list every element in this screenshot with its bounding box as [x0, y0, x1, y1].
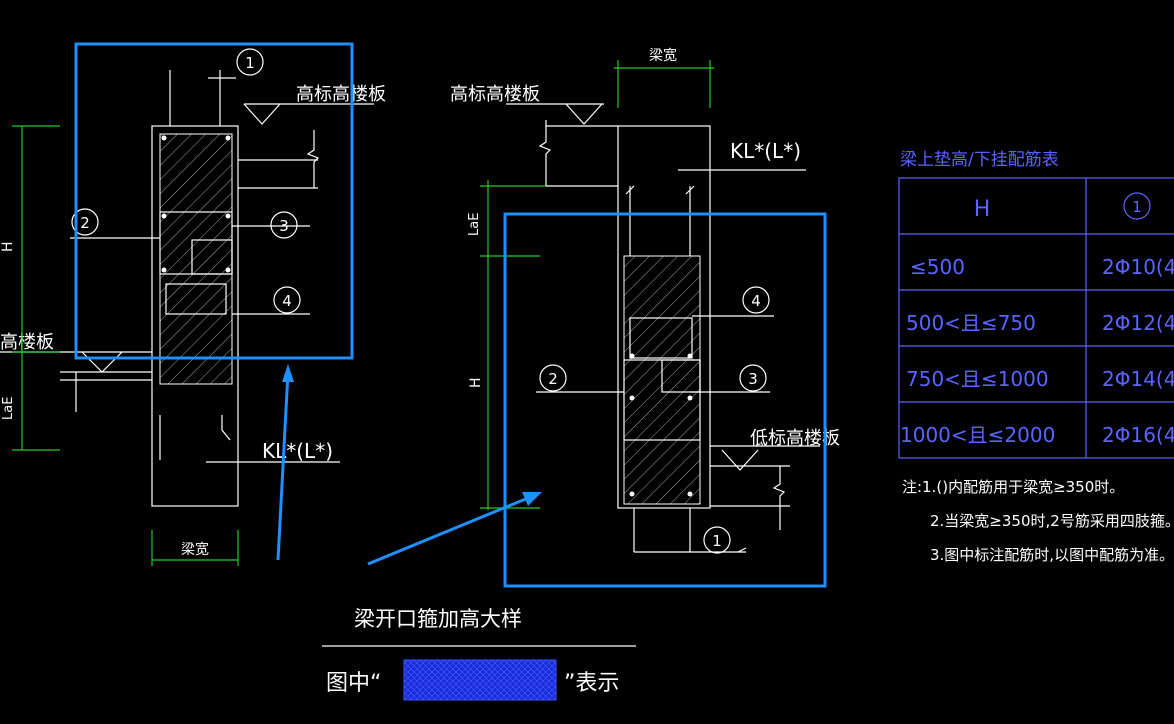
left-slab-top-label: 高标高楼板: [296, 84, 386, 105]
left-bottom-rebar: [159, 415, 231, 460]
right-circle-2: [539, 364, 567, 392]
legend-swatch: [403, 659, 557, 701]
table-cell: ≤500: [910, 255, 965, 279]
legend-prefix: 图中“: [326, 671, 381, 696]
left-circle-1-label: 1: [245, 54, 255, 72]
left-circle-2-label: 2: [80, 214, 90, 232]
caption-title: 梁开口箍加高大样: [354, 607, 522, 631]
right-stirrup: [629, 317, 693, 359]
arrow-right-icon: [522, 492, 542, 506]
right-circle-4-label: 4: [751, 292, 761, 310]
right-elev-triangle-low: [721, 449, 759, 471]
left-top-rebar: [169, 70, 221, 126]
right-circle-1: [703, 526, 731, 554]
table-cell: 1000<且≤2000: [900, 423, 1055, 447]
table-header-h: H: [974, 197, 991, 222]
left-circle-3: [270, 211, 298, 239]
table-title: 梁上垫高/下挂配筋表: [900, 150, 1059, 170]
left-circle-1: [236, 48, 264, 76]
table-note-3: 3.图中标注配筋时,以图中配筋为准。: [930, 546, 1174, 564]
legend-suffix: ”表示: [564, 671, 619, 696]
right-circle-3-label: 3: [748, 370, 758, 388]
right-highlight-box: [503, 212, 827, 588]
left-concrete-hatch: [159, 133, 233, 385]
table-cell: 2Φ16(4: [1102, 423, 1174, 447]
table-header-1: 1: [1132, 198, 1142, 216]
table-cell: 2Φ12(4: [1102, 311, 1174, 335]
right-circle-1-label: 1: [712, 532, 722, 550]
table-frame: [898, 177, 1174, 459]
table-cell: 750<且≤1000: [906, 367, 1049, 391]
left-width-dim: [151, 530, 239, 566]
right-bottom-rebar: [633, 508, 746, 553]
left-stirrup-inner: [191, 239, 233, 275]
right-slab-high: [506, 103, 618, 187]
left-dim-h: H: [0, 241, 16, 252]
right-top-rebar: [625, 185, 695, 256]
annotation-arrows: [276, 364, 542, 566]
right-beam-outline: [617, 125, 711, 509]
left-elev-triangle: [243, 103, 281, 125]
right-dim-lae: LaE: [467, 213, 482, 236]
left-circle-4-label: 4: [282, 292, 292, 310]
left-detail: 1 2 3 4 高标高楼板 高楼板 KL*(L*) 梁宽 H LaE: [0, 42, 386, 566]
rebar-table: 梁上垫高/下挂配筋表 H 1 ≤500 2Φ10(4 500<且≤750 2Φ1…: [898, 150, 1174, 564]
right-vertical-dim: [480, 180, 546, 510]
caption: 梁开口箍加高大样 图中“ ”表示: [322, 607, 636, 701]
right-circle-4: [742, 286, 770, 314]
right-detail: 4 2 3 1 高标高楼板 KL*(L*) 低标高楼板 梁宽 LaE H: [450, 47, 840, 588]
right-circle-3: [739, 364, 767, 392]
arrow-up-icon: [282, 364, 294, 382]
table-note-2: 2.当梁宽≥350时,2号筋采用四肢箍。: [930, 512, 1174, 530]
left-width-label: 梁宽: [181, 541, 209, 558]
left-vertical-dim: [12, 125, 60, 451]
left-elev-triangle-low: [81, 351, 123, 373]
right-slab-low: [710, 445, 820, 507]
table-cell: 2Φ14(4: [1102, 367, 1174, 391]
left-stirrup-low: [165, 283, 227, 315]
left-beam-outline: [151, 125, 239, 507]
left-rebar-dots: [161, 135, 231, 273]
table-note-1: 注:1.()内配筋用于梁宽≥350时。: [902, 478, 1124, 496]
left-slab-top: [238, 159, 318, 189]
right-rebar-dots: [629, 353, 693, 497]
right-circle-2-label: 2: [548, 370, 558, 388]
table-cell: 500<且≤750: [906, 311, 1036, 335]
right-elev-triangle: [565, 103, 603, 125]
left-dim-lae: LaE: [1, 397, 16, 420]
left-slab-low-label: 高楼板: [0, 332, 54, 353]
right-width-label: 梁宽: [649, 47, 677, 64]
left-circle-3-label: 3: [279, 217, 289, 235]
right-slab-low-label: 低标高楼板: [750, 428, 840, 449]
left-circle-4: [273, 286, 301, 314]
right-width-dim: [614, 60, 714, 108]
left-beam-label: KL*(L*): [262, 439, 333, 463]
right-dim-h: H: [468, 377, 484, 388]
table-header-circle: [1123, 192, 1151, 220]
table-cell: 2Φ10(4: [1102, 255, 1174, 279]
right-slab-high-label: 高标高楼板: [450, 84, 540, 105]
left-circle-2: [71, 208, 99, 236]
left-highlight-box: [74, 42, 354, 360]
right-beam-label: KL*(L*): [730, 139, 801, 163]
